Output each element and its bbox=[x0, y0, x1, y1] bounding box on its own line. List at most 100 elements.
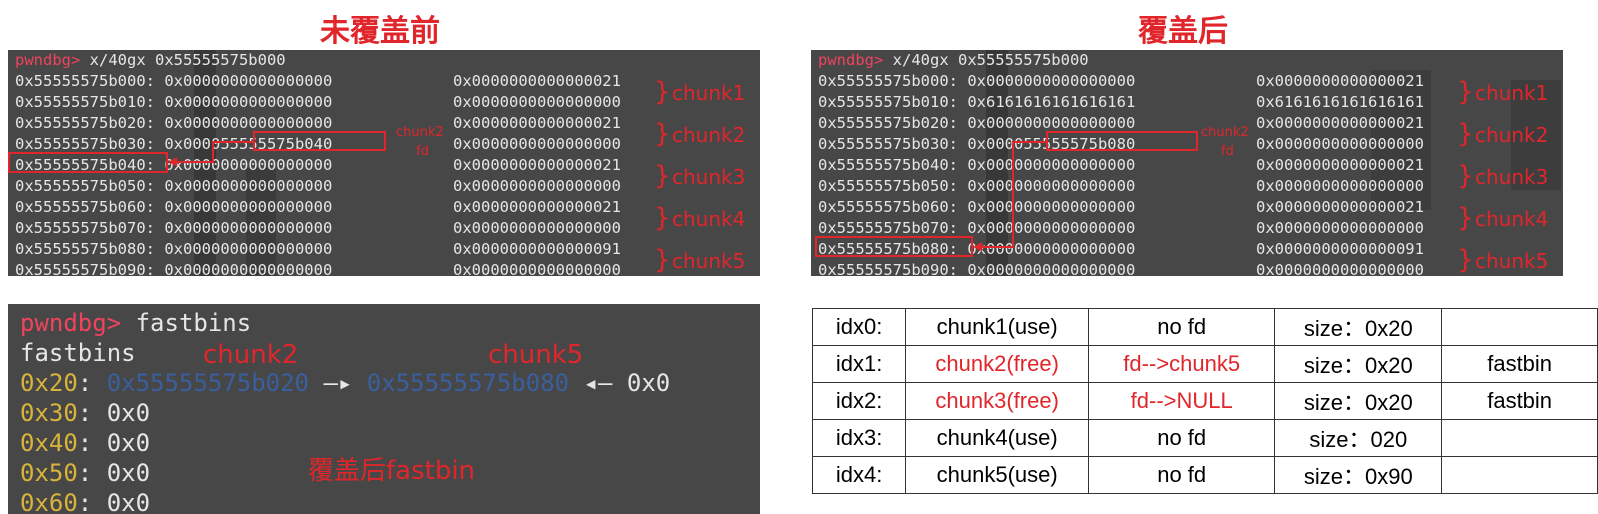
null-value: 0x0 bbox=[626, 369, 671, 397]
fastbins-command-line: pwndbg> fastbins bbox=[20, 308, 251, 338]
row-address: 0x55555575b090: bbox=[818, 261, 958, 276]
row-value-2: 0x0000000000000021 bbox=[453, 72, 621, 90]
row-address: 0x55555575b040: bbox=[818, 156, 958, 174]
brace-icon: } bbox=[654, 203, 671, 233]
fd-label-chunk2: chunk2 bbox=[1201, 125, 1249, 140]
pointer-line bbox=[1012, 141, 1014, 248]
brace-icon: } bbox=[1457, 119, 1474, 149]
bin-value: 0x0 bbox=[106, 399, 151, 427]
row-address: 0x55555575b060: bbox=[818, 198, 958, 216]
pointer-line bbox=[1014, 141, 1047, 143]
row-value-1: 0x000055555575b040 bbox=[164, 135, 333, 153]
fd-label-chunk2: chunk2 bbox=[396, 125, 444, 140]
row-address: 0x55555575b010: bbox=[818, 93, 958, 111]
row-value-1: 0x0000000000000000 bbox=[967, 240, 1136, 258]
row-value-2: 0x6161616161616161 bbox=[1256, 93, 1424, 111]
row-value-1: 0x0000000000000000 bbox=[967, 177, 1136, 195]
memory-dump-after: pwndbg> x/40gx 0x55555575b000 0x55555575… bbox=[811, 50, 1563, 276]
cell-fd: no fd bbox=[1087, 419, 1276, 457]
row-value-1: 0x0000000000000000 bbox=[164, 156, 333, 174]
memory-row: 0x55555575b000: 0x0000000000000000 0x0000… bbox=[818, 71, 1424, 92]
fd-label-fd: fd bbox=[1221, 144, 1234, 159]
memory-row: 0x55555575b020: 0x0000000000000000 0x0000… bbox=[15, 113, 621, 134]
cell-bin bbox=[1441, 308, 1598, 346]
cell-idx: idx2: bbox=[811, 382, 907, 420]
row-address: 0x55555575b030: bbox=[818, 135, 958, 153]
row-value-1: 0x6161616161616161 bbox=[967, 93, 1136, 111]
brace-icon: } bbox=[654, 77, 671, 107]
cell-size: size：0x20 bbox=[1274, 308, 1443, 346]
fd-value-box bbox=[253, 131, 386, 151]
row-address: 0x55555575b020: bbox=[15, 114, 155, 132]
chunk-label: chunk4 bbox=[672, 207, 746, 231]
pointer-line bbox=[978, 246, 1014, 248]
row-value-2: 0x0000000000000021 bbox=[453, 198, 621, 216]
brace-icon: } bbox=[654, 161, 671, 191]
brace-icon: } bbox=[1457, 161, 1474, 191]
row-value-2: 0x0000000000000000 bbox=[453, 261, 621, 276]
row-value-1: 0x0000000000000000 bbox=[164, 114, 333, 132]
cell-bin bbox=[1441, 456, 1598, 494]
cell-bin: fastbin bbox=[1441, 345, 1598, 383]
cell-size: size：0x20 bbox=[1274, 382, 1443, 420]
cell-chunk: chunk4(use) bbox=[905, 419, 1089, 457]
row-address: 0x55555575b070: bbox=[15, 219, 155, 237]
row-value-1: 0x000055555575b080 bbox=[967, 135, 1136, 153]
row-value-2: 0x0000000000000021 bbox=[1256, 114, 1424, 132]
cell-size: size：020 bbox=[1274, 419, 1443, 457]
cell-chunk: chunk3(free) bbox=[905, 382, 1089, 420]
row-address: 0x55555575b070: bbox=[818, 219, 958, 237]
row-address: 0x55555575b050: bbox=[818, 177, 958, 195]
brace-icon: } bbox=[654, 119, 671, 149]
row-value-1: 0x0000000000000000 bbox=[967, 198, 1136, 216]
row-address: 0x55555575b000: bbox=[818, 72, 958, 90]
brace-icon: } bbox=[1457, 245, 1474, 275]
row-address: 0x55555575b090: bbox=[15, 261, 155, 276]
chunk-label: chunk3 bbox=[1475, 165, 1549, 189]
row-value-1: 0x0000000000000000 bbox=[164, 198, 333, 216]
bin-value: 0x0 bbox=[106, 459, 151, 487]
chunk-label: chunk2 bbox=[1475, 123, 1549, 147]
target-address-box bbox=[815, 236, 973, 257]
brace-icon: } bbox=[1457, 203, 1474, 233]
chunk-label: chunk5 bbox=[1475, 249, 1549, 273]
chunk-label: chunk1 bbox=[672, 81, 746, 105]
row-value-2: 0x0000000000000021 bbox=[1256, 72, 1424, 90]
chunk-label: chunk4 bbox=[1475, 207, 1549, 231]
row-value-1: 0x0000000000000000 bbox=[164, 93, 333, 111]
pwndbg-prompt: pwndbg> bbox=[20, 309, 122, 337]
cell-chunk: chunk5(use) bbox=[905, 456, 1089, 494]
cell-idx: idx4: bbox=[811, 456, 907, 494]
chunk-label: chunk3 bbox=[672, 165, 746, 189]
row-address: 0x55555575b050: bbox=[15, 177, 155, 195]
row-value-2: 0x0000000000000021 bbox=[453, 114, 621, 132]
row-value-1: 0x0000000000000000 bbox=[164, 240, 333, 258]
cell-idx: idx1: bbox=[811, 345, 907, 383]
row-value-1: 0x0000000000000000 bbox=[967, 72, 1136, 90]
row-value-1: 0x0000000000000000 bbox=[967, 156, 1136, 174]
row-value-1: 0x0000000000000000 bbox=[967, 219, 1136, 237]
bin-size: 0x50 bbox=[20, 459, 78, 487]
bin-size: 0x30 bbox=[20, 399, 78, 427]
pointer-line bbox=[212, 141, 254, 143]
bin-size: 0x20 bbox=[20, 369, 78, 397]
fastbin-entry-0x50: 0x50: 0x0 bbox=[20, 459, 151, 487]
arrow-left-icon: ◂— bbox=[569, 369, 627, 397]
row-value-1: 0x0000000000000000 bbox=[967, 261, 1136, 276]
row-address: 0x55555575b040: bbox=[15, 156, 155, 174]
pwndbg-prompt: pwndbg> bbox=[15, 51, 81, 69]
